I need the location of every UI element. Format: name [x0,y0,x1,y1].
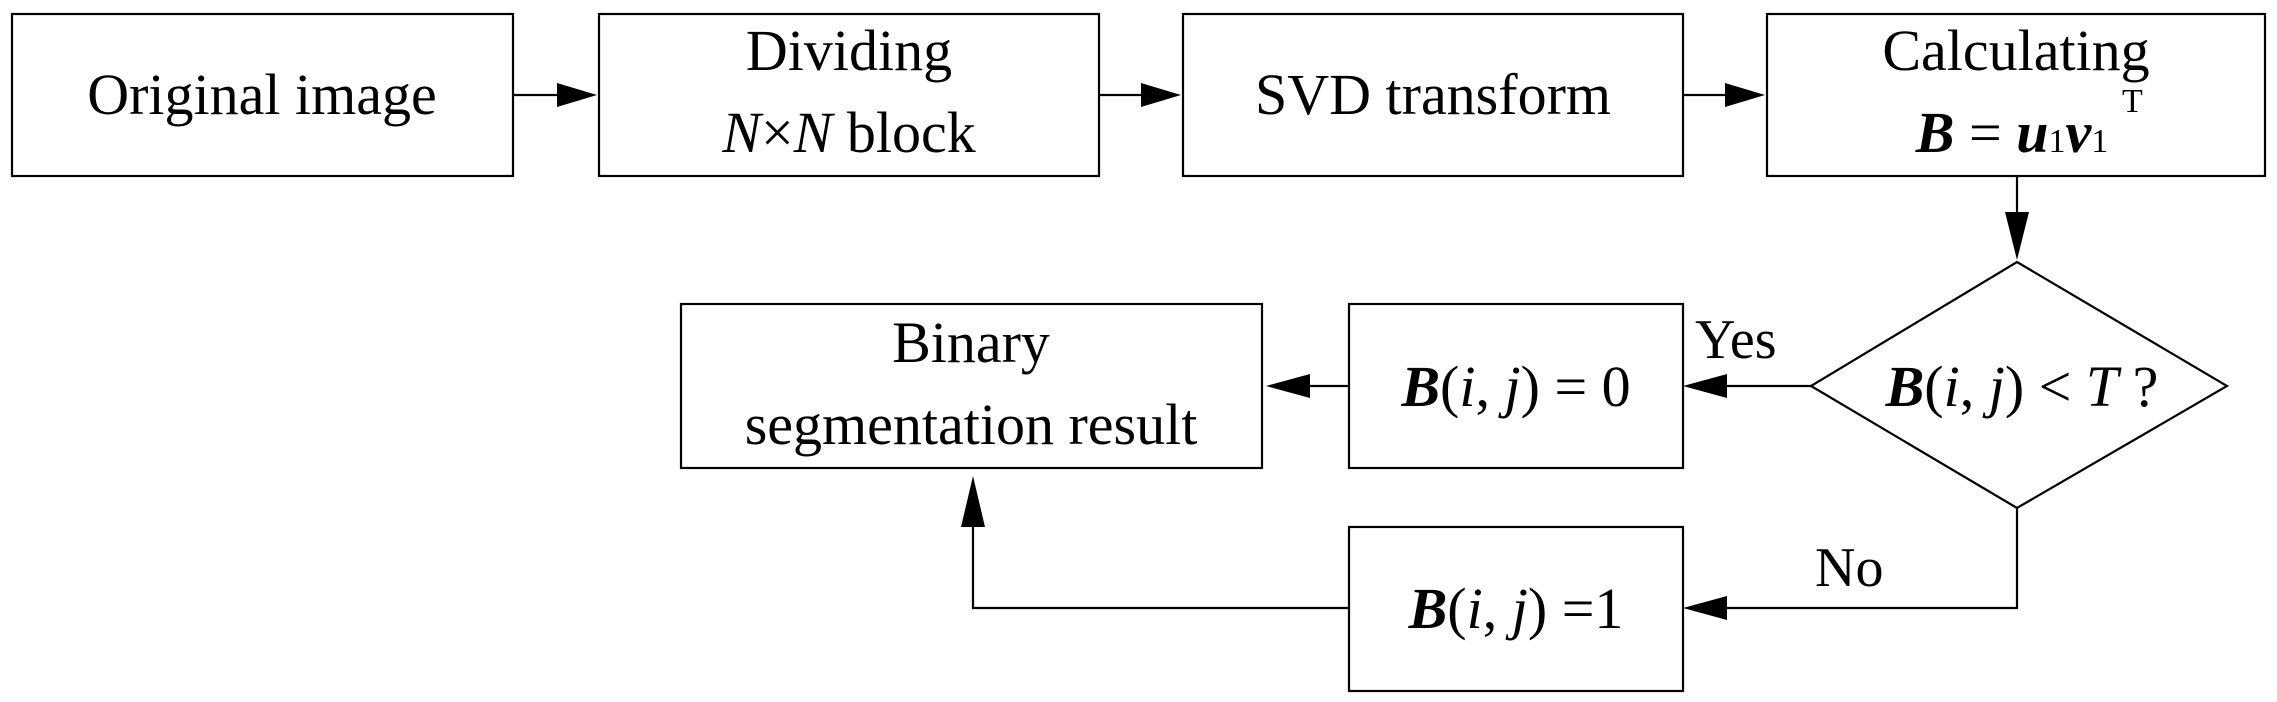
calculating-formula: B = u1v1 [1915,100,2108,165]
var-b: B [1915,100,1955,165]
decision-formula: B(i, j) < T ? [1885,354,2159,419]
decision-node: B(i, j) < T ? [1808,260,2230,510]
original-image-label: Original image [87,62,437,127]
original-image-node: Original image [10,12,515,178]
subscript: 1 [2048,123,2065,160]
svd-node: SVD transform [1181,12,1685,178]
result-node: Binary segmentation result [679,302,1264,470]
times-sign: × [761,100,794,165]
value-zero: 0 [1602,354,1631,419]
value-one: 1 [1594,576,1623,641]
arrowhead [1683,596,1727,620]
comma: , [1475,354,1504,419]
result-label-line1: Binary [892,310,1050,375]
arrowhead [1725,83,1765,107]
one-node: B(i, j) =1 [1347,525,1685,693]
calculating-label: Calculating [1882,18,2149,83]
paren: ) [1521,354,1540,419]
var-u: u [2016,100,2048,165]
var-i: i [1944,354,1960,419]
subscript: 1 [2091,123,2108,160]
arrowhead [557,83,597,107]
var-n: N [721,100,764,165]
var-t: T [2086,354,2122,419]
zero-formula: B(i, j) = 0 [1400,354,1630,419]
connectors [513,93,2019,610]
one-formula: B(i, j) =1 [1408,576,1624,641]
paren: ( [1447,576,1466,641]
arrowhead [1683,374,1727,398]
arrowhead [961,476,985,527]
var-n: N [793,100,836,165]
var-v: v [2065,100,2092,165]
question-mark: ? [2118,354,2158,419]
paren: ) [1528,576,1547,641]
comma: , [1960,354,1989,419]
arrowhead [1266,374,1310,398]
edge-one-to-result [971,525,1348,610]
comma: , [1483,576,1512,641]
paren: ( [1440,354,1459,419]
var-b: B [1885,354,1925,419]
no-label: No [1815,537,1883,599]
equals-sign: = [1540,354,1602,419]
calculating-node: Calculating B = u1v1 T [1765,12,2267,178]
var-b: B [1408,576,1448,641]
transpose-superscript: T [2122,83,2143,120]
dividing-label: Dividing [746,18,952,83]
dividing-node: Dividing N×N block [597,12,1101,178]
arrowhead [2005,212,2029,260]
paren: ( [1924,354,1943,419]
result-label-line2: segmentation result [745,392,1198,457]
arrowhead [1141,83,1181,107]
var-i: i [1459,354,1475,419]
equals-sign: = [1547,576,1594,641]
zero-node: B(i, j) = 0 [1347,302,1685,470]
svd-label: SVD transform [1255,62,1611,127]
dividing-block-formula: N×N block [721,100,975,165]
yes-label: Yes [1695,309,1776,371]
var-i: i [1467,576,1483,641]
arrowheads [557,83,2029,620]
less-than-sign: < [2024,354,2086,419]
block-word: block [832,100,975,165]
equals-sign: = [1954,100,2016,165]
paren: ) [2005,354,2024,419]
var-b: B [1400,354,1440,419]
edge-decision-no [1725,508,2019,610]
